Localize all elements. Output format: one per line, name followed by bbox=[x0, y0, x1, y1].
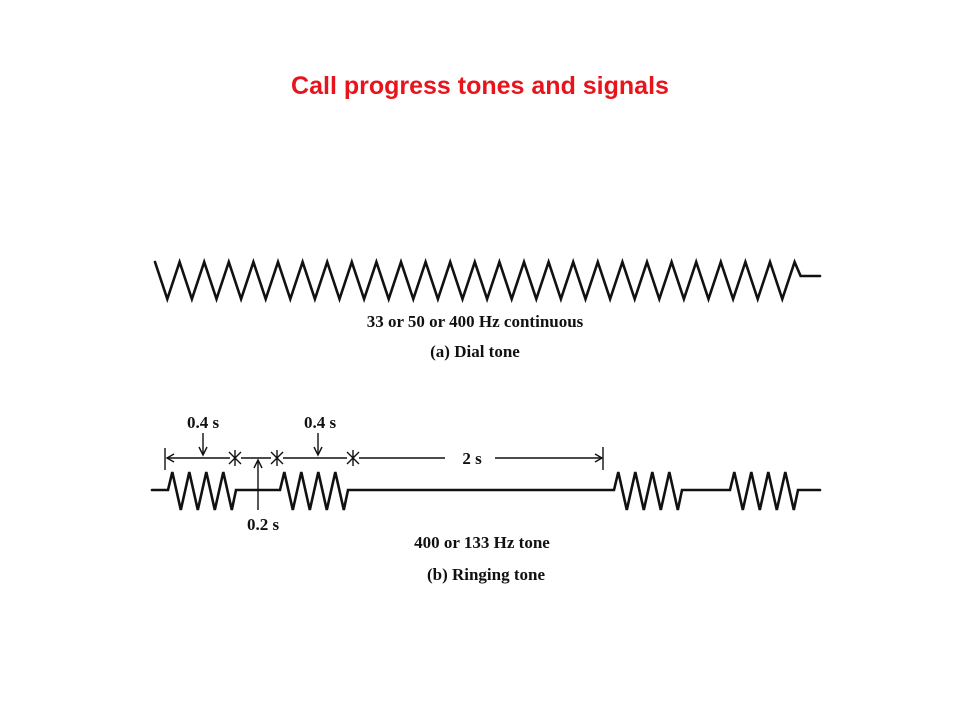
burst-1-arrowhead bbox=[165, 453, 175, 463]
silence-arrowhead bbox=[594, 453, 604, 463]
silence-label: 2 s bbox=[462, 449, 482, 468]
on-2-pointer-head bbox=[313, 446, 323, 457]
burst-2-start-mark bbox=[270, 450, 284, 466]
ringing-tone-waveform bbox=[150, 471, 822, 511]
dial-tone-caption: (a) Dial tone bbox=[430, 342, 520, 361]
slide-title: Call progress tones and signals bbox=[291, 72, 669, 100]
ringing-tone-panel: 0.4 s 0.4 s 2 s 0.2 s 400 or 133 Hz tone… bbox=[150, 413, 822, 584]
on-1-pointer-head bbox=[198, 446, 208, 457]
gap-label: 0.2 s bbox=[247, 515, 280, 534]
dial-tone-frequency-label: 33 or 50 or 400 Hz continuous bbox=[367, 312, 584, 331]
gap-pointer-head bbox=[253, 458, 263, 469]
burst-2-end-mark bbox=[346, 450, 360, 466]
on-time-label-1: 0.4 s bbox=[187, 413, 220, 432]
ringing-tone-frequency-label: 400 or 133 Hz tone bbox=[414, 533, 550, 552]
ringing-timing-annotations bbox=[164, 433, 604, 510]
ringing-tone-caption: (b) Ringing tone bbox=[427, 565, 546, 584]
dial-tone-panel: 33 or 50 or 400 Hz continuous (a) Dial t… bbox=[153, 257, 822, 361]
dial-tone-waveform bbox=[153, 257, 822, 304]
burst-1-end-mark bbox=[228, 450, 242, 466]
on-time-label-2: 0.4 s bbox=[304, 413, 337, 432]
